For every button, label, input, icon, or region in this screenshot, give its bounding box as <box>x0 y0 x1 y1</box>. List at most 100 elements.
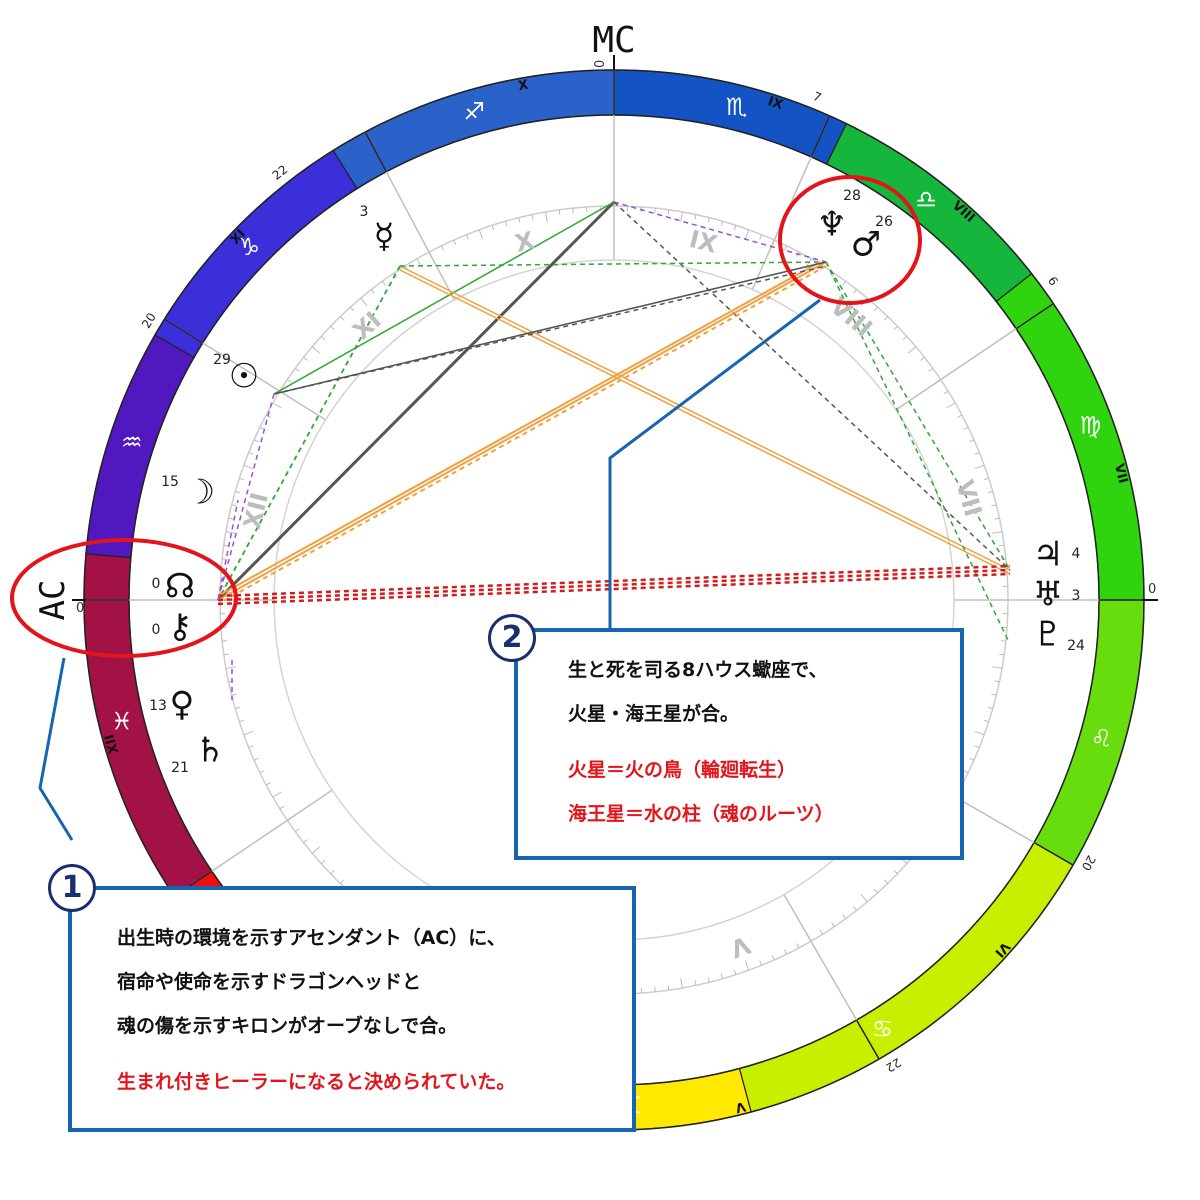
degree-tick <box>287 817 292 821</box>
degree-tick <box>969 439 975 443</box>
outer-house-numeral: XII <box>102 732 122 755</box>
aspect-line-6 <box>399 261 827 267</box>
degree-tick <box>992 531 1003 534</box>
planet-degree-label: 26 <box>875 214 893 230</box>
aspect-line-20 <box>217 499 239 601</box>
planet-glyphs: ☉29☿3☽15☊0⚷0♀13♄21♂26♆28♃4♅3♇24 <box>149 188 1085 776</box>
ring-divider-4 <box>1033 841 1074 866</box>
degree-tick <box>518 217 521 223</box>
degree-tick <box>974 745 980 749</box>
planet-degree-label: 15 <box>161 474 179 490</box>
aspect-line-9 <box>217 265 827 605</box>
ac-label: AC <box>33 580 73 621</box>
callout-2-highlight-1: 火星＝火の鳥（輪廻転生） <box>568 759 797 781</box>
aspect-line-2 <box>613 201 827 263</box>
degree-tick <box>943 390 949 395</box>
degree-tick <box>831 273 835 278</box>
degree-tick <box>920 357 925 361</box>
degree-tick <box>928 368 934 372</box>
degree-tick <box>531 214 534 220</box>
degree-tick <box>253 757 259 761</box>
aspect-line-7 <box>217 265 401 601</box>
degree-tick <box>974 464 985 470</box>
degree-tick <box>771 239 775 245</box>
inner-house-numeral: XII <box>238 490 274 532</box>
degree-tick <box>320 859 326 865</box>
degree-tick <box>994 680 1000 683</box>
cusp-degree-label: 22 <box>883 1055 903 1075</box>
planet-glyph-icon: ♇ <box>1033 615 1063 655</box>
planet-degree-label: 3 <box>360 204 369 220</box>
zodiac-sign-glyph-icon: ♒ <box>121 428 143 456</box>
degree-tick <box>893 325 898 331</box>
degree-tick <box>963 426 969 430</box>
degree-tick <box>572 208 574 214</box>
degree-tick <box>853 289 857 294</box>
zodiac-sign-glyph-icon: ♐ <box>463 98 485 126</box>
callout-mars-neptune: 生と死を司る8ハウス蠍座で、 火星・海王星が合。 火星＝火の鳥（輪廻転生） 海王… <box>514 628 964 860</box>
degree-tick <box>330 325 335 331</box>
degree-tick <box>558 209 561 215</box>
degree-tick <box>243 730 254 736</box>
aspect-line-17 <box>217 572 1011 606</box>
degree-tick <box>759 234 763 240</box>
degree-tick <box>231 504 237 507</box>
degree-tick <box>360 297 368 307</box>
degree-tick <box>239 477 245 481</box>
degree-tick <box>902 859 908 865</box>
degree-tick <box>303 357 308 361</box>
planet-glyph-icon: ♅ <box>1033 575 1063 615</box>
degree-tick <box>478 229 484 240</box>
degree-tick <box>720 221 724 227</box>
degree-tick <box>680 211 683 222</box>
degree-tick <box>720 973 724 979</box>
cusp-degree-label: 7 <box>811 89 823 105</box>
degree-tick <box>272 402 282 409</box>
degree-tick <box>983 477 989 481</box>
degree-tick <box>771 955 775 961</box>
aspect-line-0 <box>216 200 616 602</box>
zodiac-sign-glyph-icon: ♏ <box>726 93 748 121</box>
planet-glyph-icon: ♂ <box>851 225 881 265</box>
aspect-line-5 <box>399 269 1011 575</box>
degree-tick <box>883 879 889 884</box>
planet-degree-label: 0 <box>152 576 161 592</box>
cusp-degree-label: 6 <box>1045 274 1061 288</box>
degree-tick <box>248 745 254 749</box>
degree-tick <box>243 464 254 470</box>
degree-tick <box>349 306 355 312</box>
aspect-line-10 <box>217 261 821 597</box>
mc-label: MC <box>592 20 635 61</box>
planet-glyph-icon: ☿ <box>374 217 395 257</box>
degree-tick <box>999 653 1005 656</box>
degree-tick <box>272 791 282 798</box>
inner-house-numeral: V <box>726 930 753 963</box>
mc-degree: 0 <box>593 60 608 68</box>
zodiac-sign-glyph-icon: ♎ <box>915 185 937 213</box>
degree-tick <box>733 225 737 231</box>
degree-tick <box>974 730 985 736</box>
outer-house-numeral: IX <box>766 94 785 113</box>
callout-2-line-2: 火星・海王星が合。 <box>568 703 740 725</box>
inner-house-numeral: VII <box>950 477 987 520</box>
outer-house-numeral: X <box>517 78 529 95</box>
degree-tick <box>504 221 508 227</box>
zodiac-sign-glyph-icon: ♑ <box>239 233 261 261</box>
callout-ascendant: 出生時の環境を示すアセンダント（AC）に、 宿命や使命を示すドラゴンヘッドと 魂… <box>68 886 636 1132</box>
degree-tick <box>873 306 879 312</box>
degree-tick <box>453 239 457 245</box>
aspect-line-3 <box>613 201 1011 571</box>
degree-tick <box>428 251 432 257</box>
aspect-line-4 <box>399 265 1011 571</box>
degree-tick <box>259 426 265 430</box>
degree-tick <box>259 770 265 774</box>
degree-tick <box>294 368 300 372</box>
planet-degree-label: 4 <box>1072 546 1081 562</box>
degree-tick <box>382 280 386 286</box>
cusp-degree-label: 22 <box>270 162 291 182</box>
zodiac-segment-7 <box>738 841 1074 1113</box>
callout-1-line-2: 宿命や使命を示すドラゴンヘッドと <box>117 971 422 993</box>
planet-degree-label: 28 <box>843 188 861 204</box>
degree-tick <box>694 980 697 986</box>
planet-degree-label: 29 <box>213 352 231 368</box>
